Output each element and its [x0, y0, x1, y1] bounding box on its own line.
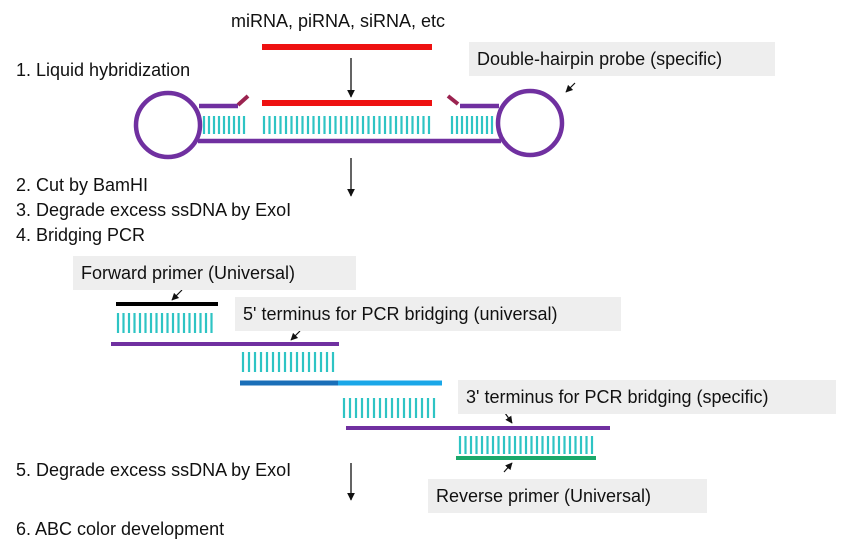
step-6-label: 6. ABC color development: [16, 519, 225, 539]
probe-base-pairs: [202, 116, 494, 134]
step-5-label: 5. Degrade excess ssDNA by ExoI: [16, 460, 292, 480]
step-4-label: 4. Bridging PCR: [16, 225, 146, 245]
forward-primer-label: Forward primer (Universal): [73, 256, 356, 290]
right-hairpin-loop: [495, 88, 565, 158]
cut-fragment-right: [446, 94, 460, 106]
pcr-base-pairs: [116, 313, 594, 454]
probe-label: Double-hairpin probe (specific): [469, 42, 775, 76]
terminus5-pointer: [290, 330, 301, 341]
cut-fragment-left: [236, 94, 250, 107]
terminus3-label: 3' terminus for PCR bridging (specific): [458, 380, 836, 414]
step-2-label: 2. Cut by BamHI: [16, 175, 149, 195]
double-hairpin-probe: [133, 88, 565, 160]
terminus5-label: 5' terminus for PCR bridging (universal): [235, 297, 621, 331]
probe-label-pointer: [565, 82, 576, 93]
reverse-primer-pointer: [503, 462, 513, 473]
left-hairpin-loop: [133, 90, 203, 160]
step-3-label: 3. Degrade excess ssDNA by ExoI: [16, 200, 292, 220]
bridging-pcr-assembly: [111, 289, 610, 473]
terminus3-pointer: [504, 412, 513, 424]
step-1-label: 1. Liquid hybridization: [16, 60, 191, 80]
rna-types-label: miRNA, piRNA, siRNA, etc: [231, 11, 446, 31]
forward-primer-pointer: [171, 289, 183, 301]
reverse-primer-label: Reverse primer (Universal): [428, 479, 707, 513]
